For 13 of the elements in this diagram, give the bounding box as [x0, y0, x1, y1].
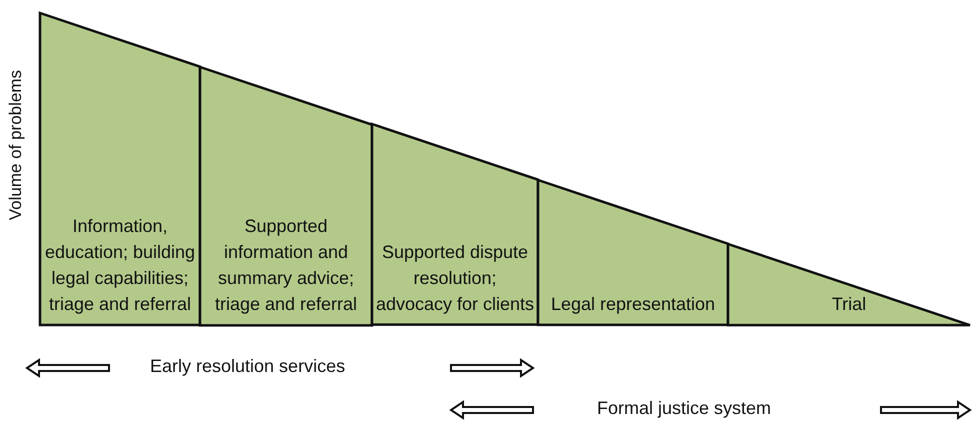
segment-panel — [728, 244, 970, 325]
segment-label: Trial — [830, 292, 868, 316]
range-label: Early resolution services — [150, 356, 346, 377]
segment-panel — [200, 66, 372, 325]
segment-label: Supported dispute resolution; advocacy for clients — [375, 240, 535, 316]
axis-label: Volume of problems — [6, 70, 26, 220]
segment-panel — [538, 180, 728, 325]
segment-label: Legal representation — [550, 292, 716, 316]
segment-label: Information, education; building legal capabilities; triage and referral — [44, 215, 196, 316]
range-label: Formal justice system — [597, 398, 772, 419]
segment-label: Supported information and summary advice; triage and referral — [214, 214, 358, 316]
segment-panel — [372, 124, 538, 325]
segment-panel — [40, 13, 200, 325]
